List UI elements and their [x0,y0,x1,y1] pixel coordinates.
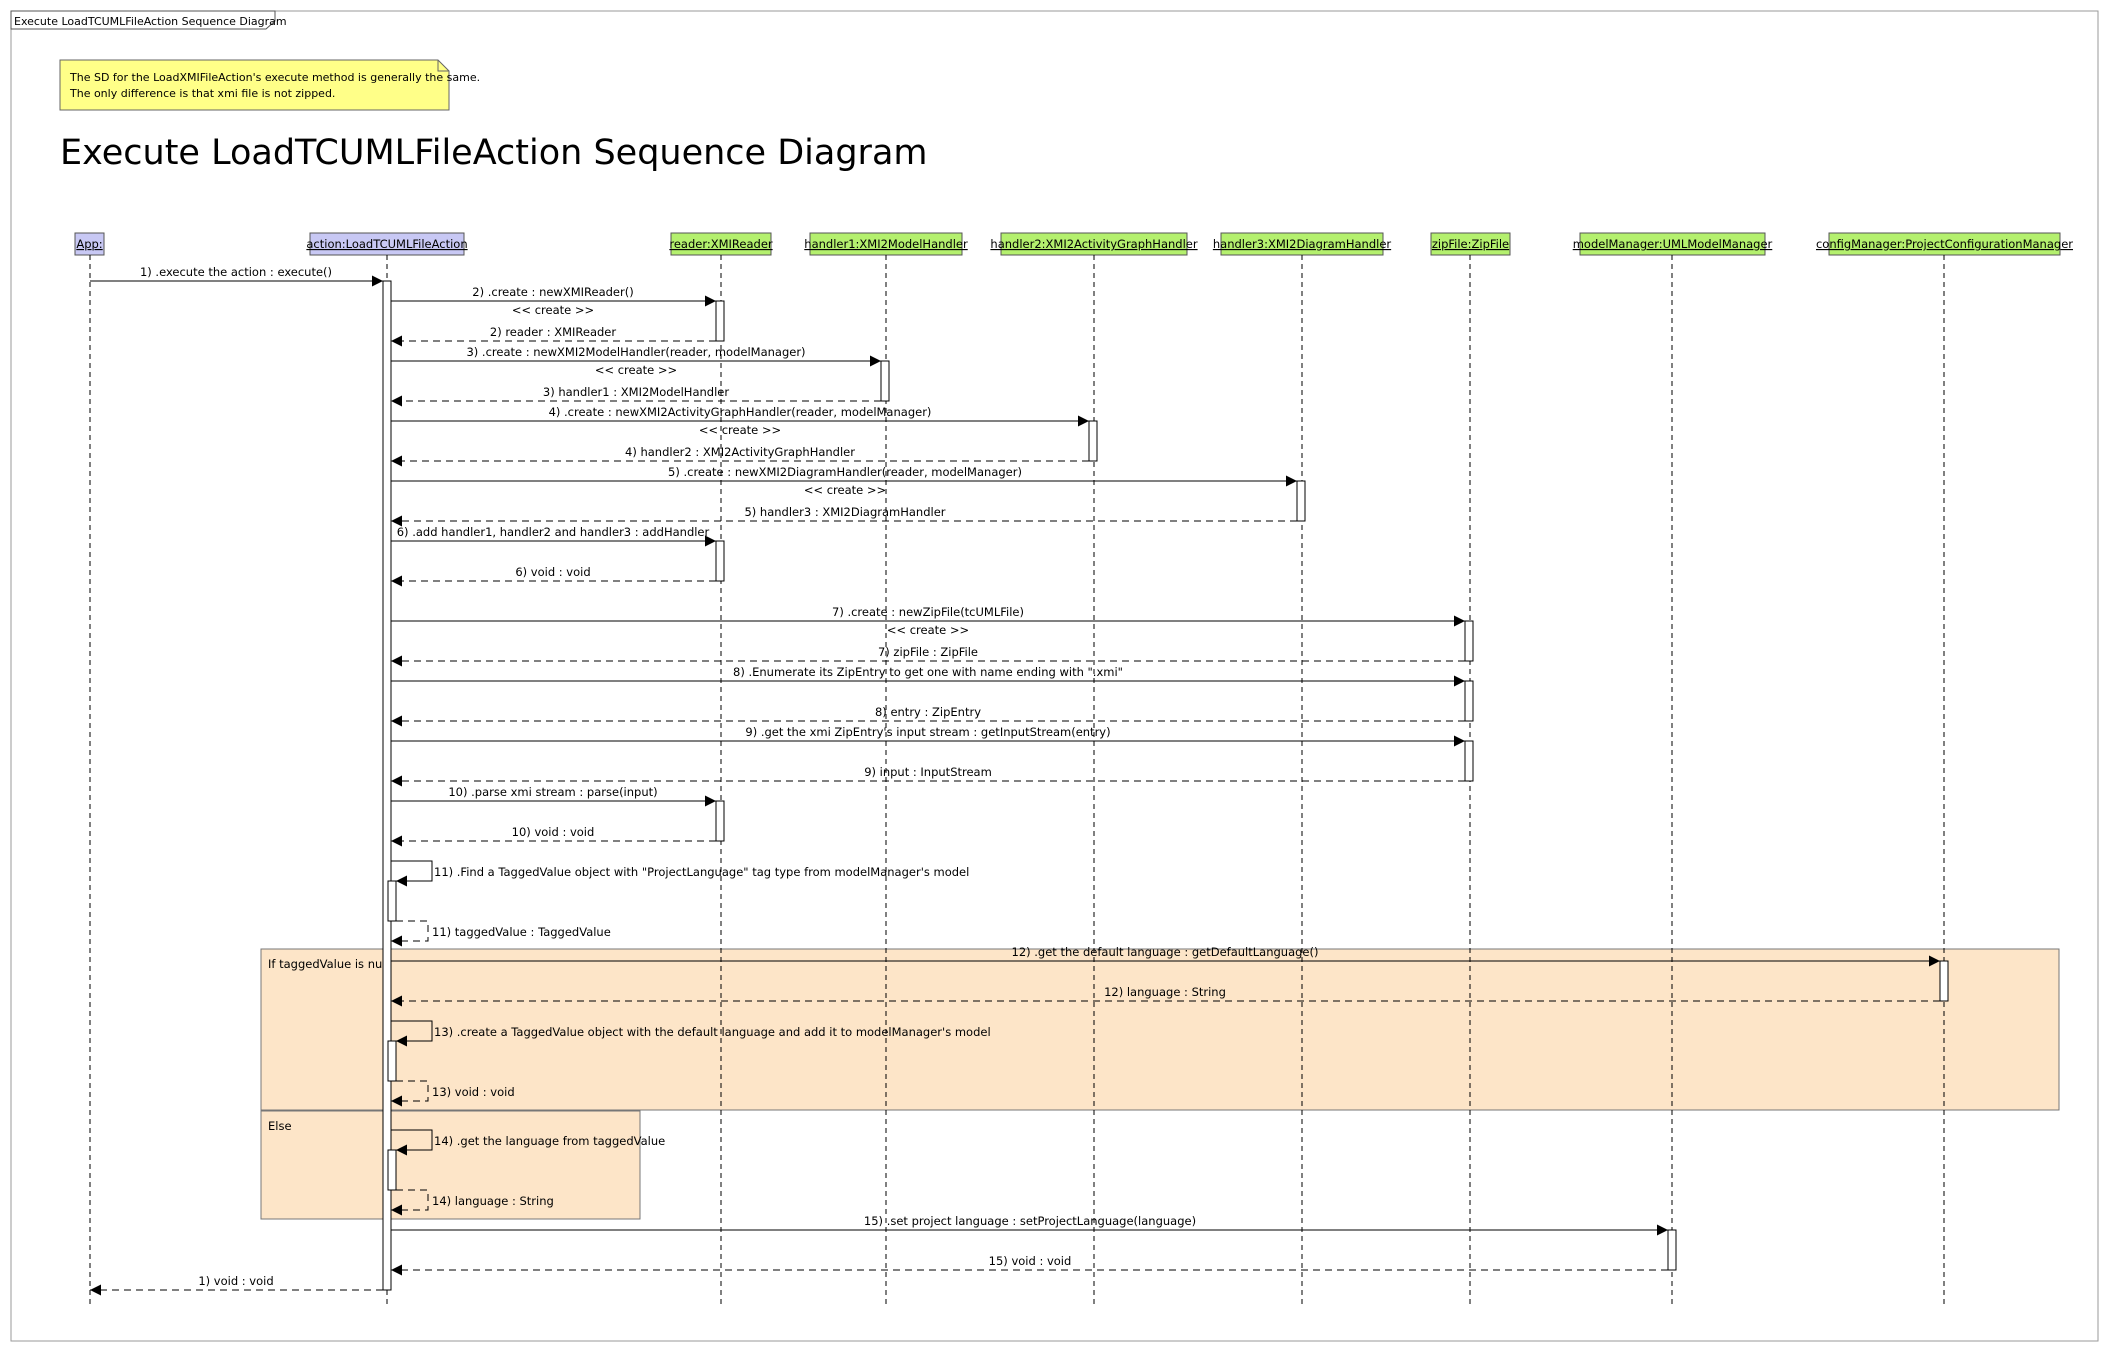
activation-zipfile-1 [1464,620,1474,662]
diagram-title: Execute LoadTCUMLFileAction Sequence Dia… [60,133,927,173]
message-label: 13) void : void [432,1085,515,1099]
activation-self-14 [387,1149,397,1191]
activation-configmanager [1939,960,1949,1002]
message-label: 10) .parse xmi stream : parse(input) [448,785,657,799]
message-label: 14) .get the language from taggedValue [434,1134,665,1148]
message-label: 5) handler3 : XMI2DiagramHandler [744,505,945,519]
lifeline-label-handler2: handler2:XMI2ActivityGraphHandler [990,237,1197,251]
message-label: 7) .create : newZipFile(tcUMLFile) [832,605,1024,619]
activation-reader-2 [715,540,725,582]
create-label: << create >> [804,483,886,497]
message-label: 11) .Find a TaggedValue object with "Pro… [434,865,969,879]
message-label: 12) .get the default language : getDefau… [1012,945,1319,959]
self-return-arrow [391,1080,429,1107]
alt-fragment: If taggedValue is null Else [260,948,2060,1220]
message-label: 15) void : void [989,1254,1072,1268]
message-label: 4) .create : newXMI2ActivityGraphHandler… [549,405,932,419]
lifeline-label-reader: reader:XMIReader [669,237,773,251]
message-label: 10) void : void [512,825,595,839]
message-label: 15) .set project language : setProjectLa… [864,1214,1196,1228]
activation-self-11 [387,880,397,922]
lifeline-label-handler3: handler3:XMI2DiagramHandler [1213,237,1392,251]
lifeline-label-zipfile: zipFile:ZipFile [1432,237,1509,251]
lifeline-label-configmanager: configManager:ProjectConfigurationManage… [1816,237,2073,251]
fragment-if-guard: If taggedValue is null [268,957,389,971]
message-label: 8) entry : ZipEntry [875,705,981,719]
messages [90,275,1940,1296]
create-label: << create >> [512,303,594,317]
message-label: 9) input : InputStream [864,765,992,779]
message-label: 6) .add handler1, handler2 and handler3 … [397,525,710,539]
note-line-2: The only difference is that xmi file is … [69,87,335,100]
activation-action [382,280,392,1291]
lifeline-label-app: App: [76,237,102,251]
lifeline-label-modelmanager: modelManager:UMLModelManager [1573,237,1773,251]
note: The SD for the LoadXMIFileAction's execu… [59,59,480,111]
self-message-arrow [391,1129,433,1156]
message-label: 11) taggedValue : TaggedValue [432,925,611,939]
frame-title: Execute LoadTCUMLFileAction Sequence Dia… [14,15,287,28]
self-message-arrow [391,1020,433,1047]
self-return-arrow [391,920,429,947]
activation-zipfile-2 [1464,680,1474,722]
message-label: 3) handler1 : XMI2ModelHandler [543,385,729,399]
fragment-else-guard: Else [268,1119,292,1133]
message-label: 12) language : String [1104,985,1226,999]
message-label: 8) .Enumerate its ZipEntry to get one wi… [733,665,1123,679]
frame-title-tab [10,10,276,30]
message-label: 1) void : void [198,1274,273,1288]
note-line-1: The SD for the LoadXMIFileAction's execu… [69,71,480,84]
create-label: << create >> [699,423,781,437]
diagram-frame [10,10,2099,1342]
lifeline-headers: App: action:LoadTCUMLFileAction reader:X… [74,232,2073,256]
activation-bars [382,280,1949,1291]
activation-reader-1 [715,300,725,342]
activation-modelmanager [1667,1229,1677,1271]
activation-reader-3 [715,800,725,842]
message-label: 13) .create a TaggedValue object with th… [434,1025,991,1039]
message-labels: 1) .execute the action : execute() 2) .c… [140,265,1319,1288]
activation-handler2 [1088,420,1098,462]
create-label: << create >> [595,363,677,377]
self-return-arrow [391,1189,429,1216]
message-label: 9) .get the xmi ZipEntry's input stream … [745,725,1110,739]
message-label: 4) handler2 : XMI2ActivityGraphHandler [625,445,855,459]
self-message-arrow [391,860,433,887]
create-label: << create >> [887,623,969,637]
activation-self-13 [387,1040,397,1082]
activation-zipfile-3 [1464,740,1474,782]
message-label: 5) .create : newXMI2DiagramHandler(reade… [668,465,1022,479]
message-label: 1) .execute the action : execute() [140,265,332,279]
message-label: 2) reader : XMIReader [490,325,617,339]
fragment-if [260,948,2060,1111]
fragment-else [260,1110,641,1220]
message-label: 3) .create : newXMI2ModelHandler(reader,… [466,345,805,359]
lifeline-label-handler1: handler1:XMI2ModelHandler [804,237,968,251]
message-label: 7) zipFile : ZipFile [878,645,978,659]
activation-handler3 [1296,480,1306,522]
message-label: 14) language : String [432,1194,554,1208]
activation-handler1 [880,360,890,402]
lifeline-label-action: action:LoadTCUMLFileAction [306,237,467,251]
message-label: 2) .create : newXMIReader() [472,285,633,299]
message-label: 6) void : void [515,565,590,579]
